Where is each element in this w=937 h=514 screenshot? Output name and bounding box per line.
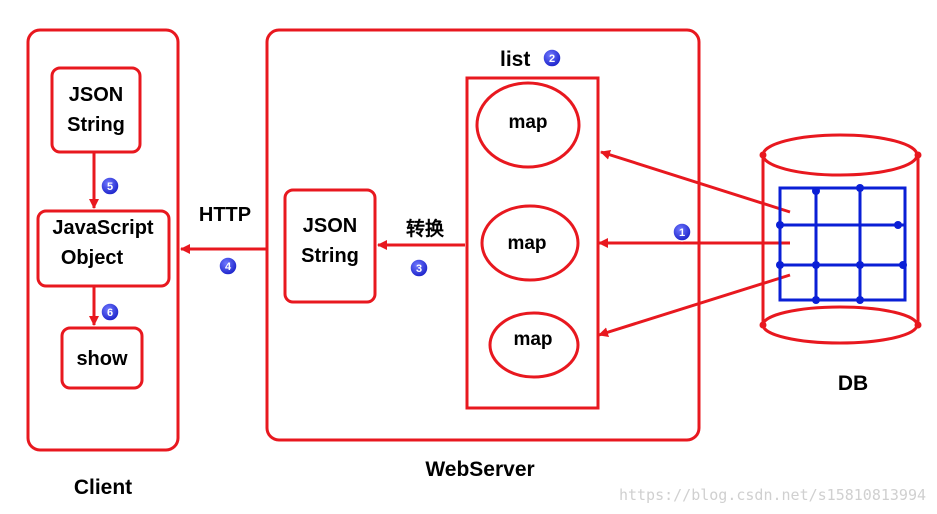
client-panel: Client <box>26 28 180 499</box>
step-badge-6: 6 <box>100 302 120 322</box>
client-label: Client <box>74 476 132 499</box>
db-label: DB <box>838 372 868 395</box>
map-node: map <box>475 81 581 169</box>
map-node: map <box>480 204 580 282</box>
svg-text:4: 4 <box>225 261 232 273</box>
list-label: list <box>500 48 530 71</box>
webserver-label: WebServer <box>425 458 534 481</box>
show-box: show <box>60 326 144 390</box>
step-badge-1: 1 <box>672 222 692 242</box>
client-json-line2: String <box>67 114 125 136</box>
convert-label: 转换 <box>406 217 445 240</box>
show-label: show <box>76 348 128 370</box>
svg-text:2: 2 <box>549 53 555 65</box>
webserver-panel: WebServer <box>265 28 701 481</box>
client-json-string-box: JSON String <box>50 66 142 154</box>
watermark-url: https://blog.csdn.net/s15810813994 <box>619 486 926 504</box>
arrow-db-to-map <box>600 149 791 214</box>
http-label: HTTP <box>199 204 251 226</box>
map-node: map <box>488 311 580 379</box>
db-cylinder-icon <box>759 133 922 345</box>
svg-text:6: 6 <box>107 307 113 319</box>
db-table-grid-icon <box>778 186 907 302</box>
js-object-line1: JavaScript <box>52 217 154 239</box>
arrow-db-to-map <box>598 273 791 338</box>
js-object-line2: Object <box>61 247 124 269</box>
javascript-object-box: JavaScript Object <box>36 209 171 288</box>
step-badge-4: 4 <box>218 256 238 276</box>
svg-text:5: 5 <box>107 181 113 193</box>
server-json-line2: String <box>301 245 359 267</box>
step-badge-5: 5 <box>100 176 120 196</box>
map-label: map <box>513 329 552 350</box>
client-json-line1: JSON <box>69 84 123 106</box>
svg-text:3: 3 <box>416 263 422 275</box>
map-label: map <box>507 233 546 254</box>
server-json-line1: JSON <box>303 215 357 237</box>
step-badge-2: 2 <box>542 48 562 68</box>
svg-text:1: 1 <box>679 227 685 239</box>
db-grid-nodes <box>776 184 907 304</box>
map-label: map <box>508 112 547 133</box>
server-json-string-box: JSON String <box>283 188 377 304</box>
step-badge-3: 3 <box>409 258 429 278</box>
